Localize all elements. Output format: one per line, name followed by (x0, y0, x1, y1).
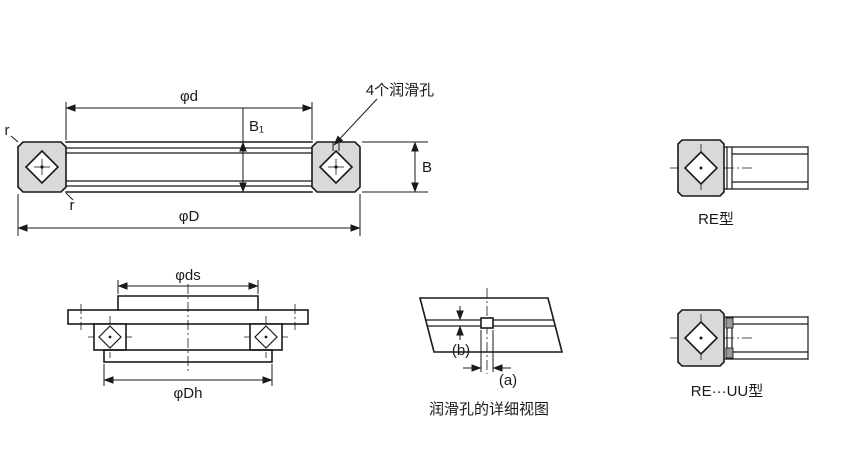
re-inner-band (723, 146, 809, 190)
radius-label-inner: r (65, 192, 75, 214)
bottom-housing-plate (103, 349, 273, 363)
main-cross-section-view: φd B₁ 4个润滑孔 B φD r (5, 82, 434, 236)
top-clamp-plate (67, 309, 309, 325)
dimension-outer-diameter: φD (17, 194, 361, 236)
radius-inner-text: r (70, 197, 75, 214)
mount-roller-right-center (264, 335, 268, 339)
radius-left-text: r (5, 122, 10, 139)
reuu-inner-band (723, 316, 809, 360)
dimension-housing-bore: φDh (103, 364, 273, 402)
reuu-seal-bottom (725, 347, 734, 359)
dimension-shaft-seat: φds (117, 267, 259, 294)
lube-holes-callout: 4个润滑孔 (333, 82, 434, 146)
mounting-cross-section-view: φds φDh (67, 267, 309, 402)
dim-label-a: (a) (499, 372, 517, 389)
dimension-a: (a) (463, 330, 517, 389)
dim-label-b: (b) (452, 342, 470, 359)
reuu-roller-center (699, 336, 703, 340)
bearing-body-lines (65, 141, 313, 193)
lube-hole-detail-view: (b) (a) 润滑孔的详细视图 (418, 288, 564, 418)
dim-label-outer-diameter: φD (179, 208, 200, 225)
dimension-bore-diameter: φd (65, 88, 313, 140)
roller-center-marks (34, 159, 344, 175)
dim-label-shaft-seat: φds (175, 267, 201, 284)
detail-hole-box (480, 317, 494, 329)
type-label-re-uu: RE···UU型 (691, 383, 764, 400)
re-roller-center (699, 166, 703, 170)
dimension-width-b: B (362, 141, 432, 193)
radius-label-left: r (5, 122, 19, 143)
type-icon-re: RE型 (670, 139, 809, 228)
dim-label-width-b: B (422, 159, 432, 176)
dim-label-inner-ring-width: B₁ (249, 118, 264, 135)
dimension-inner-ring-width: B₁ (239, 108, 264, 193)
dim-label-bore-diameter: φd (180, 88, 198, 105)
dimension-b: (b) (452, 306, 470, 359)
type-icon-re-uu: RE···UU型 (670, 309, 809, 400)
lube-holes-label: 4个润滑孔 (366, 82, 434, 99)
re-seal-groove (726, 146, 733, 190)
detail-plate-outline (418, 297, 564, 353)
type-label-re: RE型 (698, 211, 734, 228)
dim-label-housing-bore: φDh (174, 385, 203, 402)
mount-roller-left-center (108, 335, 112, 339)
detail-view-caption: 润滑孔的详细视图 (429, 401, 549, 418)
reuu-seal-top (725, 317, 734, 329)
shaft-seat-boss (117, 295, 259, 311)
